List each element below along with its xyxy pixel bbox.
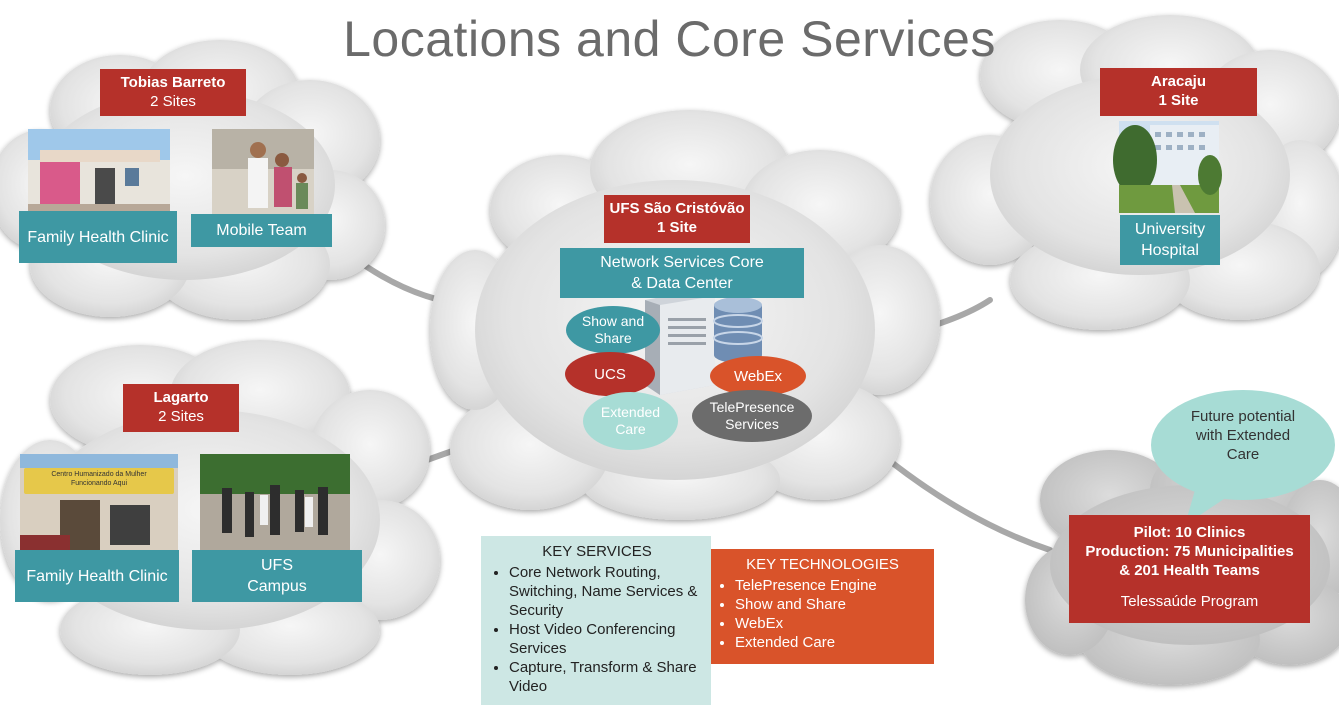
location-name: Lagarto: [153, 389, 209, 406]
key-technology-item: Show and Share: [735, 595, 926, 614]
database-icon: [713, 297, 763, 363]
key-services-list: Core Network Routing, Switching, Name Se…: [491, 563, 703, 696]
clinic-sign-line1: Centro Humanizado da Mulher: [51, 471, 147, 478]
key-technologies-panel: KEY TECHNOLOGIES TelePresence Engine Sho…: [711, 549, 934, 664]
location-name: Tobias Barreto: [120, 74, 226, 91]
service-extended-care: Extended Care: [583, 392, 678, 450]
site-count: 2 Sites: [150, 93, 196, 110]
location-label-center: UFS São Cristóvão 1 Site: [604, 195, 750, 243]
future-potential-text: Future potential with Extended Care: [1190, 408, 1296, 463]
location-name: Aracaju: [1150, 73, 1207, 90]
caption-university-hospital: University Hospital: [1120, 215, 1220, 265]
site-count: 2 Sites: [158, 408, 204, 425]
photo-mobile-team: [212, 129, 314, 214]
site-count: 1 Site: [656, 219, 698, 236]
location-label-aracaju: Aracaju 1 Site: [1100, 68, 1257, 116]
photo-ufs-campus: [200, 454, 350, 552]
production-municipalities: Production: 75 Municipalities: [1085, 543, 1294, 560]
caption-ufs-campus: UFS Campus: [192, 550, 362, 602]
key-technology-item: WebEx: [735, 614, 926, 633]
health-teams: & 201 Health Teams: [1119, 562, 1260, 579]
location-label-lagarto: Lagarto 2 Sites: [123, 384, 239, 432]
clinic-sign: Centro Humanizado da Mulher Funcionando …: [26, 470, 172, 488]
telessaude-panel: Pilot: 10 Clinics Production: 75 Municip…: [1069, 515, 1310, 623]
key-technologies-header: KEY TECHNOLOGIES: [746, 556, 899, 573]
link-telessaude: [867, 442, 1053, 553]
site-count: 1 Site: [1158, 92, 1199, 109]
service-webex: WebEx: [710, 356, 806, 396]
caption-family-health-clinic: Family Health Clinic: [19, 211, 177, 263]
service-telepresence: TelePresence Services: [692, 390, 812, 442]
photo-lagarto-clinic: [20, 454, 178, 552]
program-name: Telessaúde Program: [1120, 593, 1259, 610]
key-services-header: KEY SERVICES: [542, 543, 652, 560]
photo-university-hospital: [1113, 121, 1222, 213]
page-title: Locations and Core Services: [343, 11, 996, 67]
caption-mobile-team: Mobile Team: [191, 214, 332, 247]
key-service-item: Host Video Conferencing Services: [509, 620, 703, 658]
service-ucs: UCS: [565, 352, 655, 396]
key-service-item: Capture, Transform & Share Video: [509, 658, 703, 696]
caption-network-core: Network Services Core & Data Center: [560, 248, 804, 298]
photo-tobias-clinic: [28, 129, 170, 211]
location-label-tobias: Tobias Barreto 2 Sites: [100, 69, 246, 116]
service-show-and-share: Show and Share: [566, 306, 660, 354]
key-technology-item: TelePresence Engine: [735, 576, 926, 595]
key-services-panel: KEY SERVICES Core Network Routing, Switc…: [481, 536, 711, 705]
pilot-clinics: Pilot: 10 Clinics: [1133, 524, 1246, 541]
key-technology-item: Extended Care: [735, 633, 926, 652]
caption-lagarto-family-health-clinic: Family Health Clinic: [15, 550, 179, 602]
location-name: UFS São Cristóvão: [609, 200, 745, 217]
key-service-item: Core Network Routing, Switching, Name Se…: [509, 563, 703, 620]
clinic-sign-line2: Funcionando Aqui: [70, 480, 128, 487]
key-technologies-list: TelePresence Engine Show and Share WebEx…: [719, 576, 926, 652]
